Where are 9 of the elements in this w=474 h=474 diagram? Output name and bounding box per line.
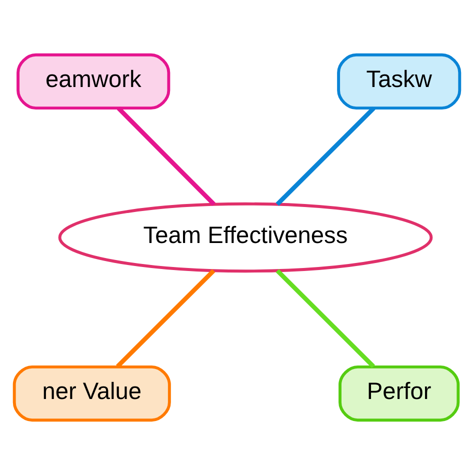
- connector: [116, 106, 216, 206]
- node-box: Perfor: [338, 364, 460, 422]
- connector: [116, 268, 216, 368]
- connector: [276, 106, 376, 206]
- node-ellipse: Team Effectiveness: [58, 202, 433, 272]
- node-box: Taskw: [337, 52, 462, 110]
- connector: [276, 268, 375, 368]
- node-box: eamwork: [16, 52, 170, 110]
- node-box: ner Value: [12, 364, 171, 422]
